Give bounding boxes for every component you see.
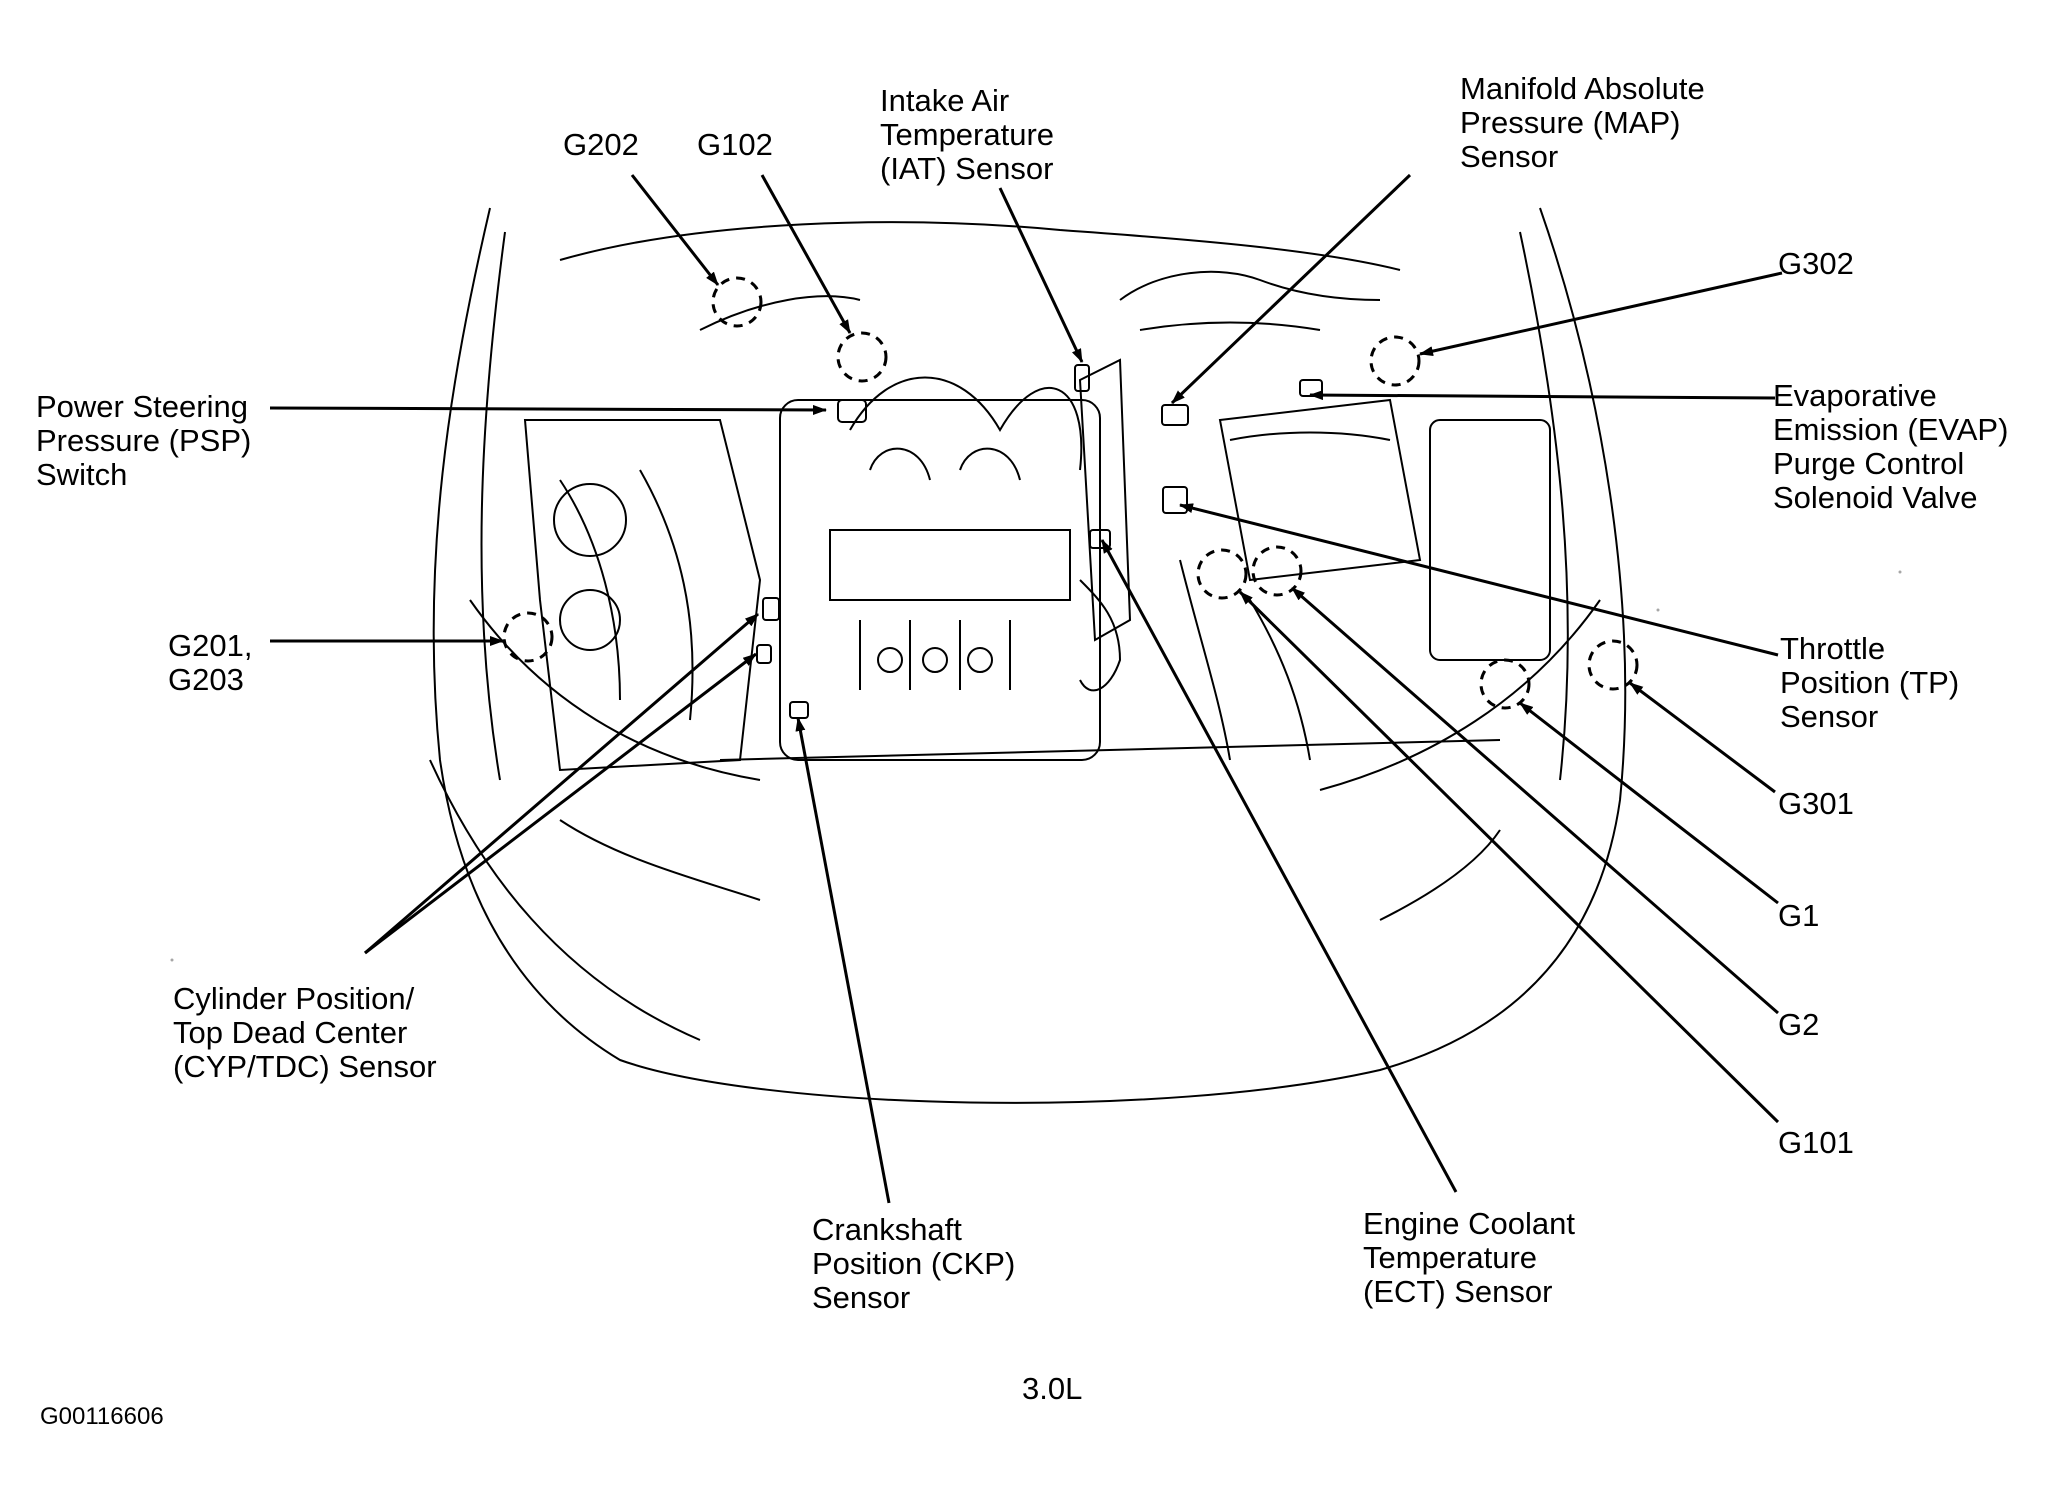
leader-tp [1179,503,1779,657]
location-markers [502,276,1639,710]
leader-g1 [1519,701,1779,905]
leader-g301 [1629,681,1776,794]
leader-g302 [1419,271,1783,357]
leader-g101 [1238,590,1780,1124]
engine-bay-internals [523,221,1551,772]
label-tp-sensor: Throttle Position (TP) Sensor [1780,631,1960,734]
leader-psp [269,404,827,415]
leader-g102 [760,174,852,334]
label-g202: G202 [563,127,639,162]
label-iat-sensor: Intake Air Temperature (IAT) Sensor [880,83,1055,186]
g102-marker [836,331,888,383]
leader-iat [998,187,1084,363]
g1-marker [1479,658,1531,710]
leader-evap [1309,390,1776,401]
label-g302: G302 [1778,246,1854,281]
label-g201-g203: G201, G203 [168,628,253,697]
label-g301: G301 [1778,786,1854,821]
g2-marker [1251,545,1303,597]
label-psp-switch: Power Steering Pressure (PSP) Switch [36,389,252,492]
leader-cyp-2 [364,652,757,955]
leader-g2 [1291,586,1779,1015]
label-g1: G1 [1778,898,1820,933]
label-evap-solenoid-valve: Evaporative Emission (EVAP) Purge Contro… [1773,378,2009,515]
leader-ckp [795,717,891,1204]
label-ckp-sensor: Crankshaft Position (CKP) Sensor [812,1212,1016,1315]
label-map-sensor: Manifold Absolute Pressure (MAP) Sensor [1460,71,1705,174]
label-g101: G101 [1778,1125,1854,1160]
label-ect-sensor: Engine Coolant Temperature (ECT) Sensor [1363,1206,1575,1309]
leader-lines [269,173,1783,1204]
leader-map [1170,173,1412,405]
leader-g202 [630,174,720,286]
label-g102: G102 [697,127,773,162]
g201-g203-marker [502,611,554,663]
figure-id: G00116606 [40,1403,164,1430]
g301-marker [1587,639,1639,691]
engine-size-caption: 3.0L [1022,1371,1083,1406]
g302-marker [1369,335,1421,387]
leader-cyp-1 [364,612,759,955]
g101-marker [1196,548,1248,600]
sensor-shapes [756,364,1323,719]
vehicle-body-outline [429,207,1627,1104]
label-g2: G2 [1778,1007,1820,1042]
label-cyp-tdc-sensor: Cylinder Position/ Top Dead Center (CYP/… [173,981,437,1084]
leader-ect [1100,539,1458,1193]
g202-marker [711,276,763,328]
scan-specks [170,570,1902,962]
